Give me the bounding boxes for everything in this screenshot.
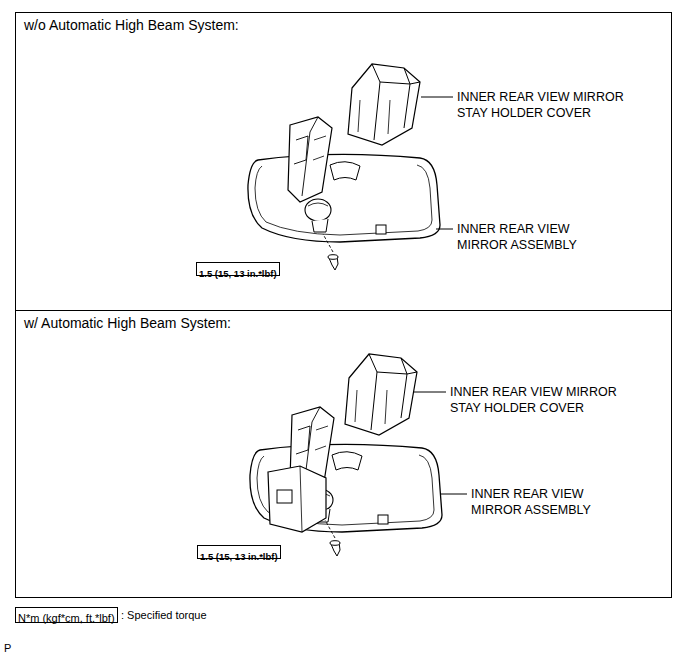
torque-value: N*m (kgf*cm, ft.*lbf) [18,611,115,625]
panel-heading: w/ Automatic High Beam System: [24,315,231,331]
panel-heading: w/o Automatic High Beam System: [24,17,239,33]
variant-panel: w/o Automatic High Beam System: 1.5 (15, … [15,12,672,311]
page-code: P [4,640,11,656]
torque-box: 1.5 (15, 13 in.*lbf) [197,545,281,559]
legend-text: : Specified torque [121,607,207,623]
torque-value: 1.5 (15, 13 in.*lbf) [199,268,277,280]
part-name: INNER REAR VIEW MIRROR ASSEMBLY [471,486,611,518]
part-name: INNER REAR VIEW MIRROR STAY HOLDER COVER [450,384,650,416]
variant-panel: w/ Automatic High Beam System: 1.5 (15, 1… [15,310,672,598]
top-illustration [248,64,453,270]
torque-box: 1.5 (15, 13 in.*lbf) [196,262,280,276]
part-name: INNER REAR VIEW MIRROR ASSEMBLY [457,221,597,253]
bottom-illustration [250,354,467,556]
part-name: INNER REAR VIEW MIRROR STAY HOLDER COVER [457,89,657,121]
torque-legend-box: N*m (kgf*cm, ft.*lbf) [15,607,118,623]
torque-value: 1.5 (15, 13 in.*lbf) [200,551,278,563]
